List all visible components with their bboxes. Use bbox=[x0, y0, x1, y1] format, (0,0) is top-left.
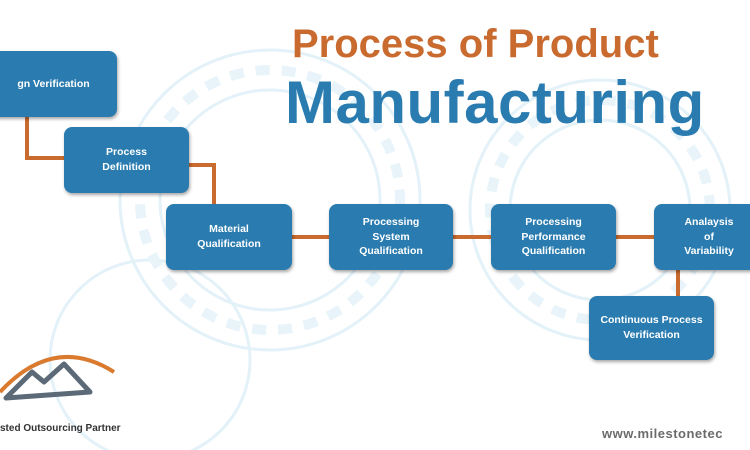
title-line-1: Process of Product bbox=[292, 22, 659, 66]
connector-1-2 bbox=[25, 117, 64, 160]
step-design-verification: gn Verification bbox=[0, 51, 117, 117]
mountain-logo-icon bbox=[0, 355, 116, 401]
step-processing-system-qualification: Processing System Qualification bbox=[329, 204, 453, 270]
step-processing-performance-qualification: Processing Performance Qualification bbox=[491, 204, 616, 270]
step-processing-system-qualification-label: Processing System Qualification bbox=[359, 215, 423, 258]
company-tagline: sted Outsourcing Partner bbox=[0, 423, 121, 434]
step-design-verification-label: gn Verification bbox=[17, 77, 90, 90]
step-material-qualification: Material Qualification bbox=[166, 204, 292, 270]
step-process-definition-label: Process Definition bbox=[102, 146, 151, 173]
step-continuous-process-verification: Continuous Process Verification bbox=[589, 296, 714, 360]
step-analysis-of-variability-label: Analaysis of Variability bbox=[684, 215, 734, 258]
step-continuous-process-verification-label: Continuous Process Verification bbox=[600, 314, 703, 341]
step-process-definition: Process Definition bbox=[64, 127, 189, 193]
step-analysis-of-variability: Analaysis of Variability bbox=[654, 204, 750, 270]
step-processing-performance-qualification-label: Processing Performance Qualification bbox=[521, 215, 586, 258]
step-material-qualification-label: Material Qualification bbox=[197, 223, 261, 250]
connector-2-3 bbox=[189, 163, 216, 204]
website-url: www.milestonetec bbox=[602, 426, 723, 441]
title-line-2: Manufacturing bbox=[285, 69, 705, 136]
